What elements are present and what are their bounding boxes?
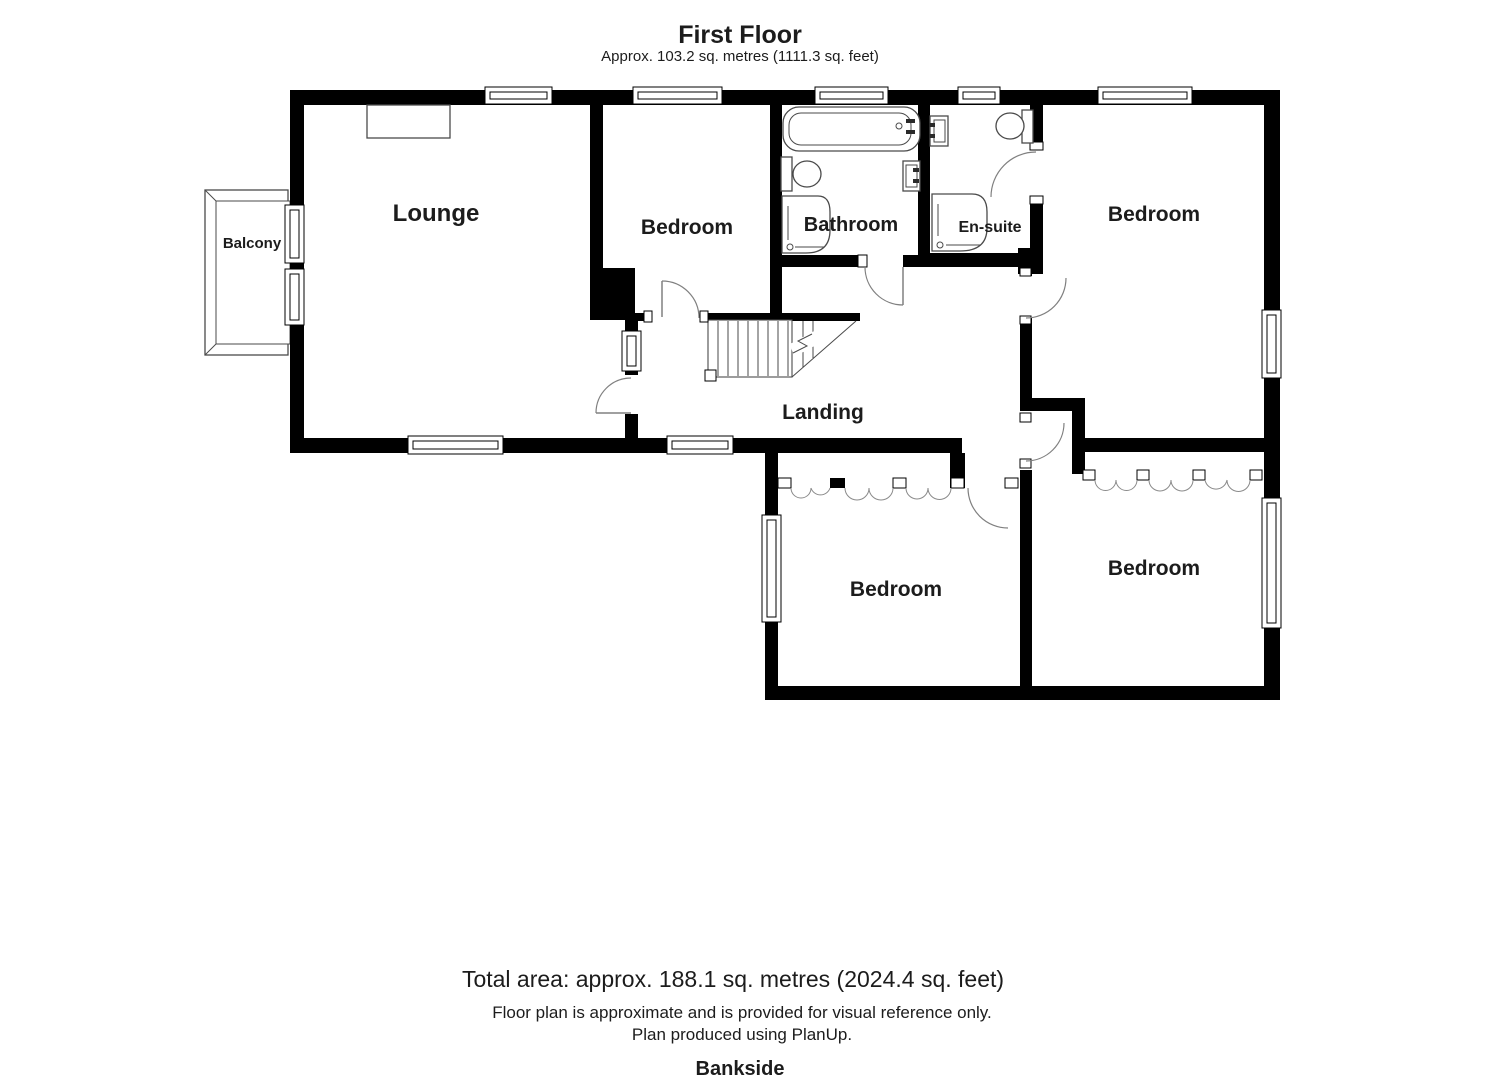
disclaimer-line1: Floor plan is approximate and is provide… — [492, 1003, 992, 1022]
door-bedroom-bottom-middle — [950, 477, 1019, 529]
door-lounge — [595, 377, 632, 414]
lounge-chimney-recess — [366, 104, 451, 139]
window-bathroom-top — [814, 86, 889, 105]
wall-landing-south — [765, 438, 962, 453]
balcony-structure — [204, 189, 291, 356]
door-bedroom-bottom-right — [1019, 412, 1065, 469]
total-area-text: Total area: approx. 188.1 sq. metres (20… — [462, 966, 1004, 992]
label-bathroom: Bathroom — [804, 214, 898, 236]
label-bedroom-bottom-right: Bedroom — [1108, 557, 1200, 580]
ensuite-fixtures — [929, 109, 1034, 252]
label-ensuite: En-suite — [958, 219, 1021, 236]
wardrobe-bottom-right — [1082, 469, 1263, 492]
window-landing-south — [666, 435, 734, 455]
wall-brbed-west-stub — [1072, 452, 1085, 474]
bathtub — [782, 106, 921, 152]
label-landing: Landing — [782, 401, 864, 424]
stair-newel — [704, 369, 717, 382]
window-balcony-lower — [284, 268, 305, 326]
page-title: First Floor — [678, 21, 802, 49]
label-bedroom-bottom-middle: Bedroom — [850, 578, 942, 601]
wall-bedroom-bathroom — [770, 105, 782, 321]
wall-bedroomTM-south — [635, 313, 860, 321]
shower-bathroom — [781, 195, 831, 254]
window-bedroomBM-west — [761, 514, 782, 623]
wall-between-bottom-beds — [1020, 470, 1032, 700]
page-subtitle: Approx. 103.2 sq. metres (1111.3 sq. fee… — [601, 48, 879, 65]
window-ensuite-top — [957, 86, 1001, 105]
window-bedroomBR-east — [1261, 497, 1282, 629]
door-bathroom — [857, 254, 904, 306]
toilet-ensuite — [995, 109, 1034, 144]
wall-ensuite-east-b — [1030, 196, 1043, 252]
window-bedroomTM-top — [632, 86, 723, 105]
doors — [595, 141, 1067, 529]
label-lounge: Lounge — [393, 200, 480, 227]
wardrobe-divider — [830, 478, 845, 488]
window-internal-landing — [621, 330, 642, 372]
property-name: Bankside — [696, 1058, 785, 1080]
window-balcony-upper — [284, 204, 305, 264]
door-bedroom-top-right — [1019, 267, 1067, 325]
chimney-breast — [590, 268, 635, 320]
door-openings — [624, 148, 1044, 414]
wall-bathroom-south — [770, 255, 867, 267]
door-ensuite — [990, 141, 1044, 205]
window-lounge-south — [407, 435, 504, 455]
label-balcony: Balcony — [223, 235, 282, 252]
label-bedroom-top-right: Bedroom — [1108, 203, 1200, 226]
sink-ensuite — [929, 115, 949, 147]
door-bedroom-top-middle — [643, 280, 709, 323]
wall-lounge-east — [590, 105, 603, 270]
staircase — [704, 319, 857, 382]
window-bedroomTR-east — [1261, 309, 1282, 379]
shower-ensuite — [931, 193, 988, 252]
window-bedroomTR-top — [1097, 86, 1193, 105]
toilet-bathroom — [780, 156, 822, 192]
wardrobe-bottom-middle — [777, 477, 952, 501]
wall-notch-h — [1020, 398, 1085, 411]
disclaimer-line2: Plan produced using PlanUp. — [632, 1025, 852, 1044]
wall-trbed-south — [1077, 438, 1266, 452]
wall-ensuite-south — [918, 253, 1043, 267]
window-lounge-top — [484, 86, 553, 105]
wall-ensuite-west — [918, 105, 930, 255]
interior-walls — [590, 105, 1266, 700]
label-bedroom-top-middle: Bedroom — [641, 216, 733, 239]
windows — [284, 86, 1282, 629]
sink-bathroom — [902, 160, 921, 192]
bathroom-fixtures — [780, 106, 921, 254]
